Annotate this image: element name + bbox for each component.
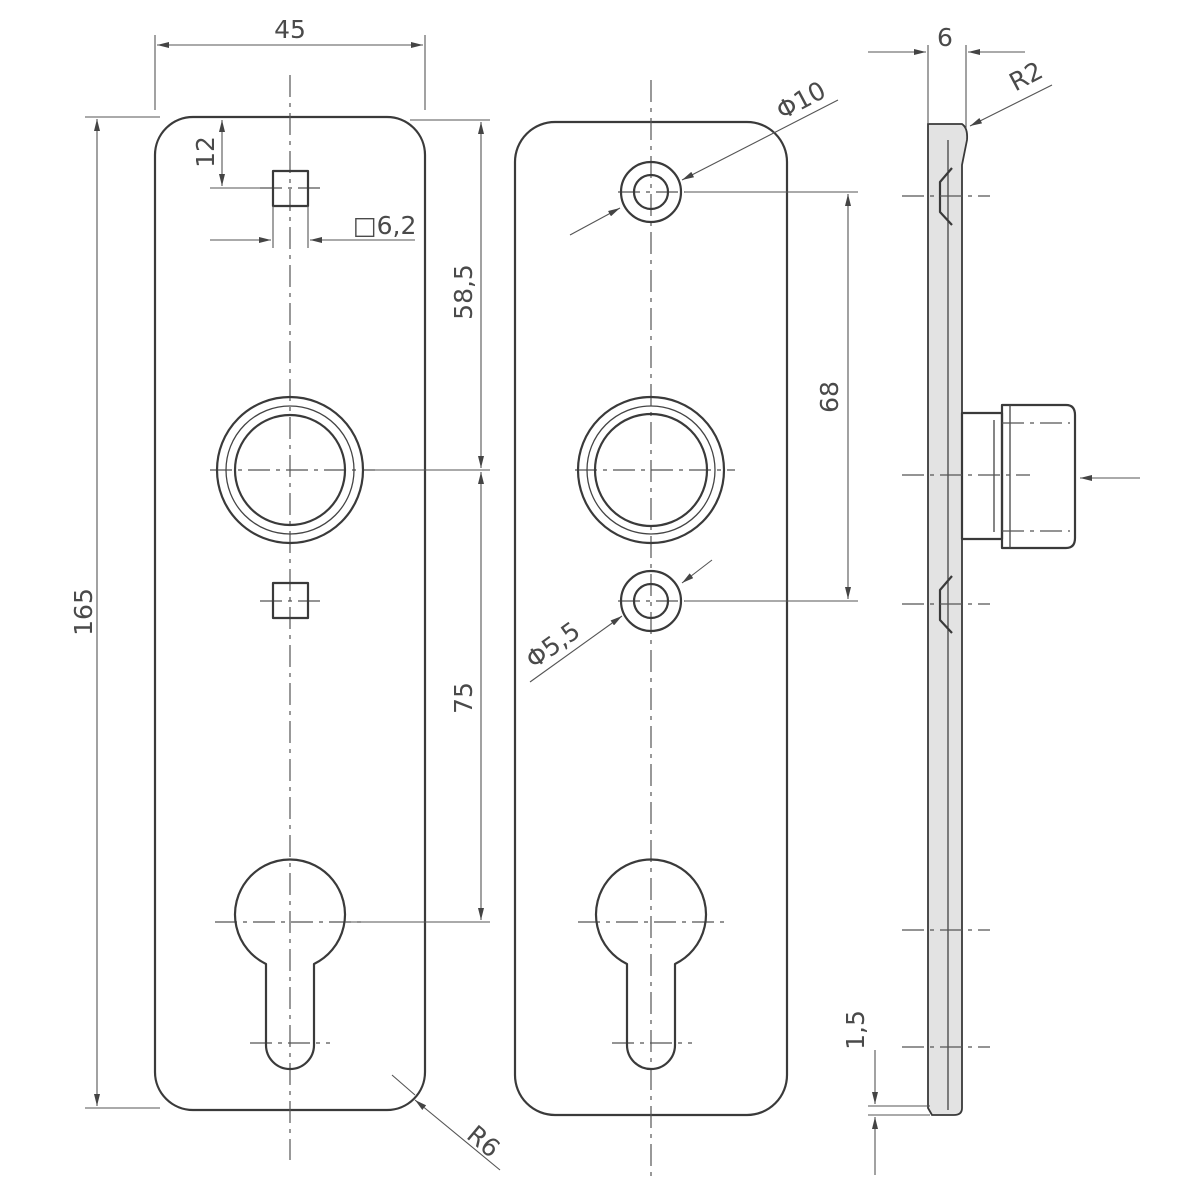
front-upper-spacing-dimension: 58,5 [449, 264, 478, 320]
back-lower-hole-outer [619, 569, 683, 633]
back-lower-hole-inner [632, 582, 670, 620]
side-sheet-dimension: 1,5 [841, 1010, 870, 1050]
back-view: Φ10 68 Φ5,5 [513, 76, 858, 1180]
side-spindle-base [960, 411, 1004, 541]
front-rosette-middle-ring [225, 405, 355, 535]
front-lower-square-hole [271, 581, 310, 620]
back-lower-hole-leader [529, 615, 623, 683]
back-upper-hole-leader [681, 99, 839, 181]
back-rosette-inner-ring [593, 412, 709, 528]
back-upper-hole-dimension: Φ10 [771, 76, 830, 126]
back-rosette-middle-ring [586, 405, 716, 535]
front-width-dimension: 45 [274, 15, 306, 44]
side-bend-radius-leader [969, 84, 1053, 127]
side-spindle-body [1000, 403, 1077, 550]
front-height-dimension: 165 [69, 588, 98, 636]
back-rosette-outer-ring [576, 395, 726, 545]
front-corner-radius-leader [414, 1099, 501, 1171]
back-cylinder-cutout [594, 858, 708, 1071]
front-cylinder-cutout [233, 858, 347, 1071]
side-lower-dimple [938, 575, 953, 634]
back-hole-spacing-dimension: 68 [815, 381, 844, 413]
front-top-offset-dimension: 12 [191, 136, 220, 168]
front-lower-spacing-dimension: 75 [449, 682, 478, 714]
front-top-square-hole [271, 169, 310, 208]
front-rosette-outer-ring [215, 395, 365, 545]
side-thickness-dimension: 6 [937, 23, 953, 52]
front-view: 45 165 12 □6,2 58,5 75 R6 [69, 15, 506, 1171]
front-square-dimension: □6,2 [353, 211, 416, 240]
back-upper-hole-outer [619, 160, 683, 224]
front-corner-radius-dimension: R6 [461, 1120, 505, 1164]
front-rosette-inner-ring [233, 413, 347, 527]
side-view: 6 R2 1,5 [841, 23, 1140, 1175]
back-upper-hole-inner [632, 173, 670, 211]
side-upper-dimple [938, 167, 953, 226]
